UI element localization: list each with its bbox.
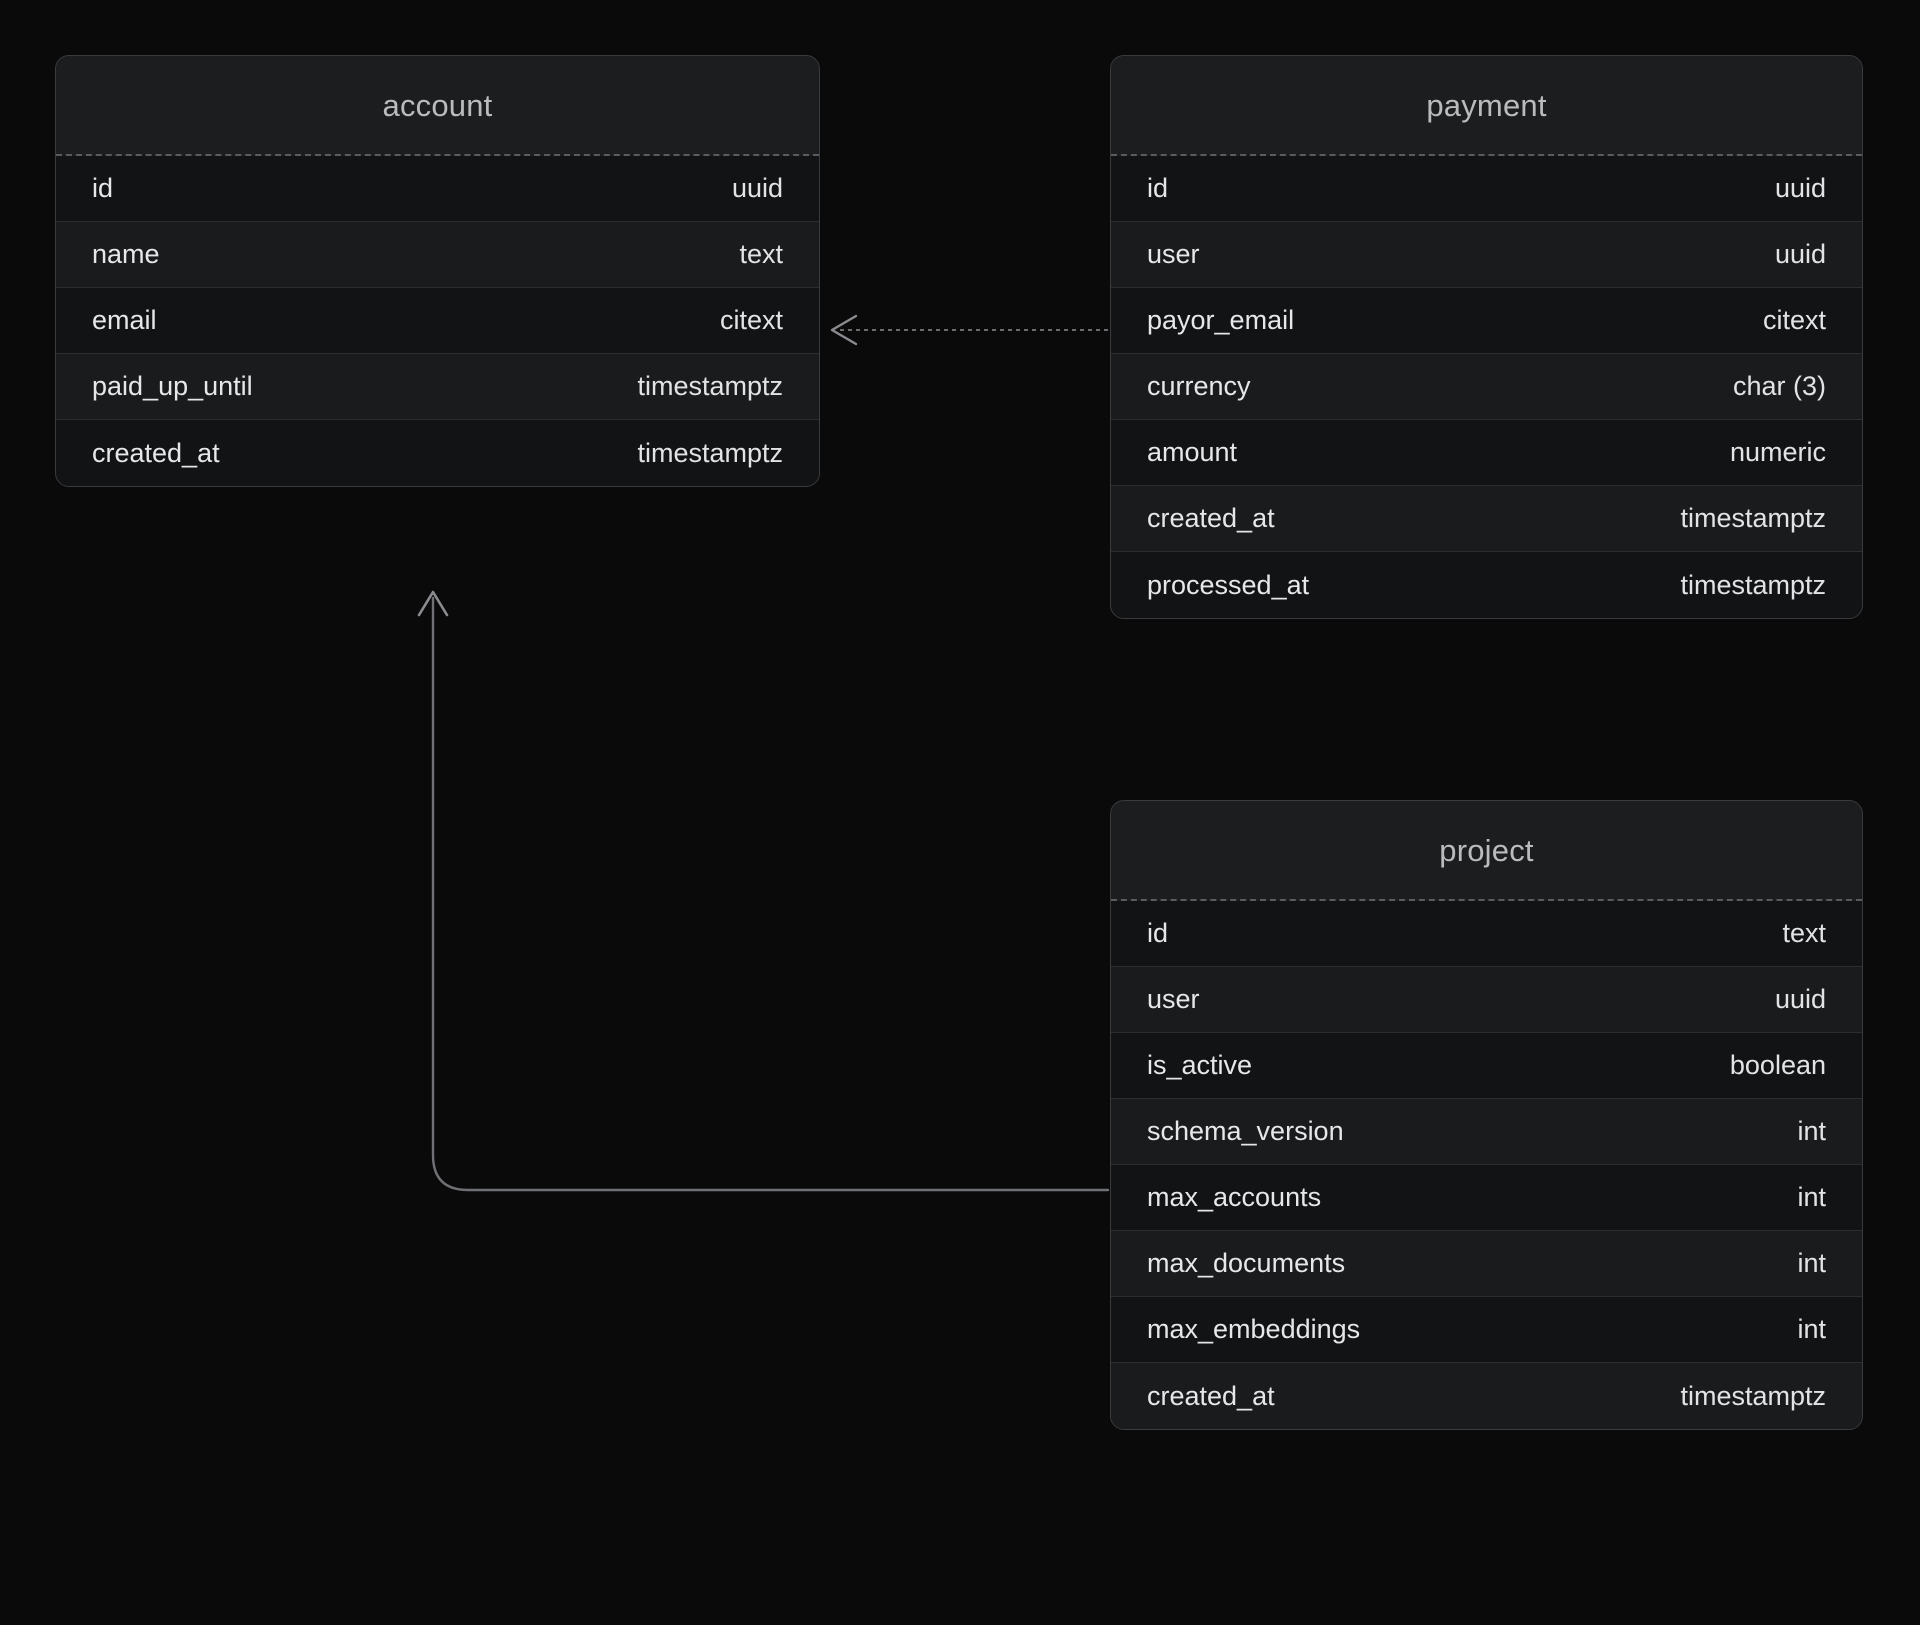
- table-row[interactable]: created_at timestamptz: [56, 420, 819, 486]
- field-name: max_embeddings: [1147, 1314, 1361, 1344]
- field-name: name: [92, 239, 160, 269]
- field-name: user: [1147, 239, 1200, 269]
- table-row[interactable]: name text: [56, 222, 819, 288]
- field-type: timestamptz: [637, 371, 783, 401]
- table-row[interactable]: id uuid: [1111, 156, 1862, 222]
- field-name: payor_email: [1147, 305, 1295, 335]
- field-type: text: [1782, 918, 1826, 948]
- field-type: boolean: [1729, 1050, 1826, 1080]
- entity-payment-fields: id uuid user uuid payor_email citext cur…: [1111, 156, 1862, 618]
- field-type: int: [1797, 1314, 1826, 1344]
- entity-project-title: project: [1111, 801, 1862, 901]
- field-type: timestamptz: [1680, 503, 1826, 533]
- field-type: citext: [719, 305, 783, 335]
- field-type: int: [1797, 1248, 1826, 1278]
- field-type: numeric: [1729, 437, 1826, 467]
- field-name: id: [92, 173, 114, 203]
- table-row[interactable]: id uuid: [56, 156, 819, 222]
- entity-account-title: account: [56, 56, 819, 156]
- table-row[interactable]: created_at timestamptz: [1111, 1363, 1862, 1429]
- field-type: uuid: [731, 173, 783, 203]
- field-name: amount: [1147, 437, 1238, 467]
- field-type: citext: [1762, 305, 1826, 335]
- table-row[interactable]: max_documents int: [1111, 1231, 1862, 1297]
- field-type: int: [1797, 1182, 1826, 1212]
- field-name: email: [92, 305, 157, 335]
- field-type: timestamptz: [1680, 1380, 1826, 1411]
- field-type: uuid: [1774, 173, 1826, 203]
- field-name: is_active: [1147, 1050, 1253, 1080]
- table-row[interactable]: amount numeric: [1111, 420, 1862, 486]
- entity-payment-title: payment: [1111, 56, 1862, 156]
- field-name: created_at: [92, 437, 220, 468]
- table-row[interactable]: paid_up_until timestamptz: [56, 354, 819, 420]
- field-name: id: [1147, 173, 1169, 203]
- entity-project-fields: id text user uuid is_active boolean sche…: [1111, 901, 1862, 1429]
- field-name: created_at: [1147, 1380, 1275, 1411]
- field-name: max_accounts: [1147, 1182, 1322, 1212]
- table-row[interactable]: is_active boolean: [1111, 1033, 1862, 1099]
- table-row[interactable]: max_accounts int: [1111, 1165, 1862, 1231]
- entity-account-fields: id uuid name text email citext paid_up_u…: [56, 156, 819, 486]
- edge-payment-to-account: [830, 314, 1108, 346]
- field-name: schema_version: [1147, 1116, 1344, 1146]
- table-row[interactable]: currency char (3): [1111, 354, 1862, 420]
- table-row[interactable]: schema_version int: [1111, 1099, 1862, 1165]
- entity-payment[interactable]: payment id uuid user uuid payor_email ci…: [1110, 55, 1863, 619]
- field-type: text: [739, 239, 783, 269]
- table-row[interactable]: created_at timestamptz: [1111, 486, 1862, 552]
- field-name: max_documents: [1147, 1248, 1346, 1278]
- table-row[interactable]: email citext: [56, 288, 819, 354]
- edge-project-to-account: [417, 590, 1110, 1192]
- field-type: char (3): [1732, 371, 1826, 401]
- field-name: user: [1147, 984, 1200, 1014]
- field-type: timestamptz: [637, 437, 783, 468]
- field-type: timestamptz: [1680, 569, 1826, 600]
- entity-project[interactable]: project id text user uuid is_active bool…: [1110, 800, 1863, 1430]
- field-name: processed_at: [1147, 569, 1310, 600]
- table-row[interactable]: max_embeddings int: [1111, 1297, 1862, 1363]
- field-type: uuid: [1774, 984, 1826, 1014]
- field-name: currency: [1147, 371, 1251, 401]
- table-row[interactable]: id text: [1111, 901, 1862, 967]
- field-name: paid_up_until: [92, 371, 253, 401]
- field-name: created_at: [1147, 503, 1275, 533]
- table-row[interactable]: user uuid: [1111, 967, 1862, 1033]
- field-type: uuid: [1774, 239, 1826, 269]
- table-row[interactable]: payor_email citext: [1111, 288, 1862, 354]
- field-type: int: [1797, 1116, 1826, 1146]
- table-row[interactable]: user uuid: [1111, 222, 1862, 288]
- table-row[interactable]: processed_at timestamptz: [1111, 552, 1862, 618]
- field-name: id: [1147, 918, 1169, 948]
- entity-account[interactable]: account id uuid name text email citext p…: [55, 55, 820, 487]
